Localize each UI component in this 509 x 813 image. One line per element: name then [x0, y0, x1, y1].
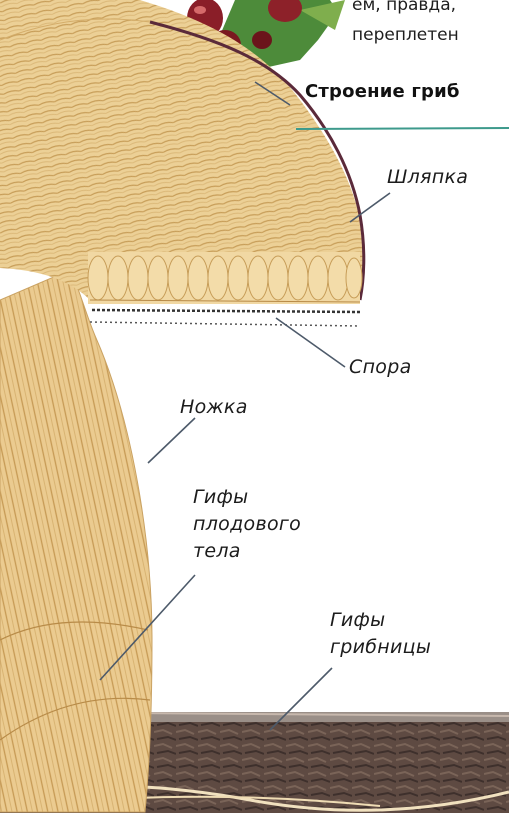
intro-line-1: ем, правда,: [352, 0, 459, 20]
heading-divider: [296, 128, 509, 129]
intro-text: ем, правда, переплетен: [352, 0, 459, 50]
intro-line-2: переплетен: [352, 20, 459, 50]
section-heading: Строение гриб: [305, 81, 460, 102]
mushroom-stem: [0, 270, 152, 812]
label-line: Гифы: [330, 607, 490, 634]
label-line: тела: [193, 538, 353, 565]
label-line: Гифы: [193, 484, 353, 511]
label-line: плодового: [193, 511, 353, 538]
label-mycelium-hyphae: Гифы грибницы: [330, 607, 490, 661]
spore-layer: [88, 252, 362, 326]
label-spore: Спора: [349, 354, 412, 381]
label-cap: Шляпка: [387, 164, 468, 191]
label-line: грибницы: [330, 634, 490, 661]
leader-stem: [148, 418, 195, 463]
label-fruiting-body-hyphae: Гифы плодового тела: [193, 484, 353, 565]
label-stem: Ножка: [180, 394, 248, 421]
